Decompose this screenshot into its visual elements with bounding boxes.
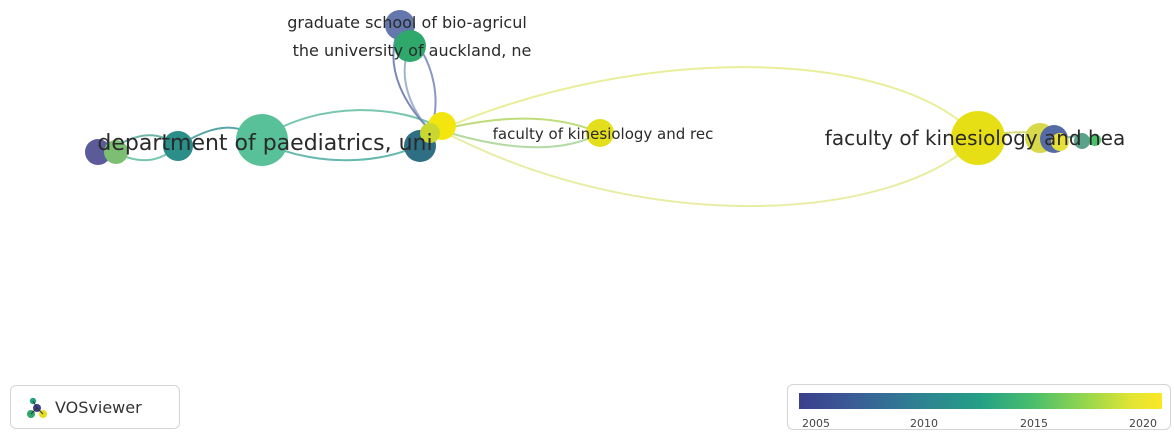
- node-label: department of paediatrics, uni: [97, 131, 432, 156]
- network-node[interactable]: [163, 131, 193, 161]
- scale-tick: 2005: [802, 417, 830, 430]
- network-nodes: [85, 10, 1101, 166]
- network-node[interactable]: [586, 119, 614, 147]
- overlay-color-scale: 2005 2010 2015 2020: [787, 384, 1171, 430]
- vosviewer-logo[interactable]: VOSviewer: [10, 385, 180, 429]
- scale-tick: 2020: [1129, 417, 1157, 430]
- node-label: the university of auckland, ne: [293, 41, 532, 60]
- node-label: faculty of kinesiology and rec: [493, 125, 714, 143]
- node-label: graduate school of bio-agricul: [287, 13, 527, 32]
- scale-tick: 2010: [910, 417, 938, 430]
- network-node[interactable]: [951, 111, 1005, 165]
- network-node[interactable]: [1089, 134, 1101, 146]
- network-node[interactable]: [1051, 133, 1069, 151]
- color-scale-bar: [799, 393, 1162, 409]
- network-node[interactable]: [1074, 133, 1090, 149]
- scale-tick: 2015: [1020, 417, 1048, 430]
- link: [439, 66, 979, 139]
- logo-text: VOSviewer: [55, 397, 142, 417]
- network-node[interactable]: [420, 123, 440, 143]
- network-node[interactable]: [104, 140, 128, 164]
- network-node[interactable]: [236, 114, 288, 166]
- vosviewer-logo-icon: [27, 397, 47, 418]
- network-node[interactable]: [85, 139, 111, 165]
- node-label: faculty of kinesiology and hea: [825, 126, 1125, 150]
- network-node[interactable]: [394, 30, 426, 62]
- link: [439, 129, 979, 208]
- network-labels: graduate school of bio-agricul the unive…: [97, 13, 1125, 156]
